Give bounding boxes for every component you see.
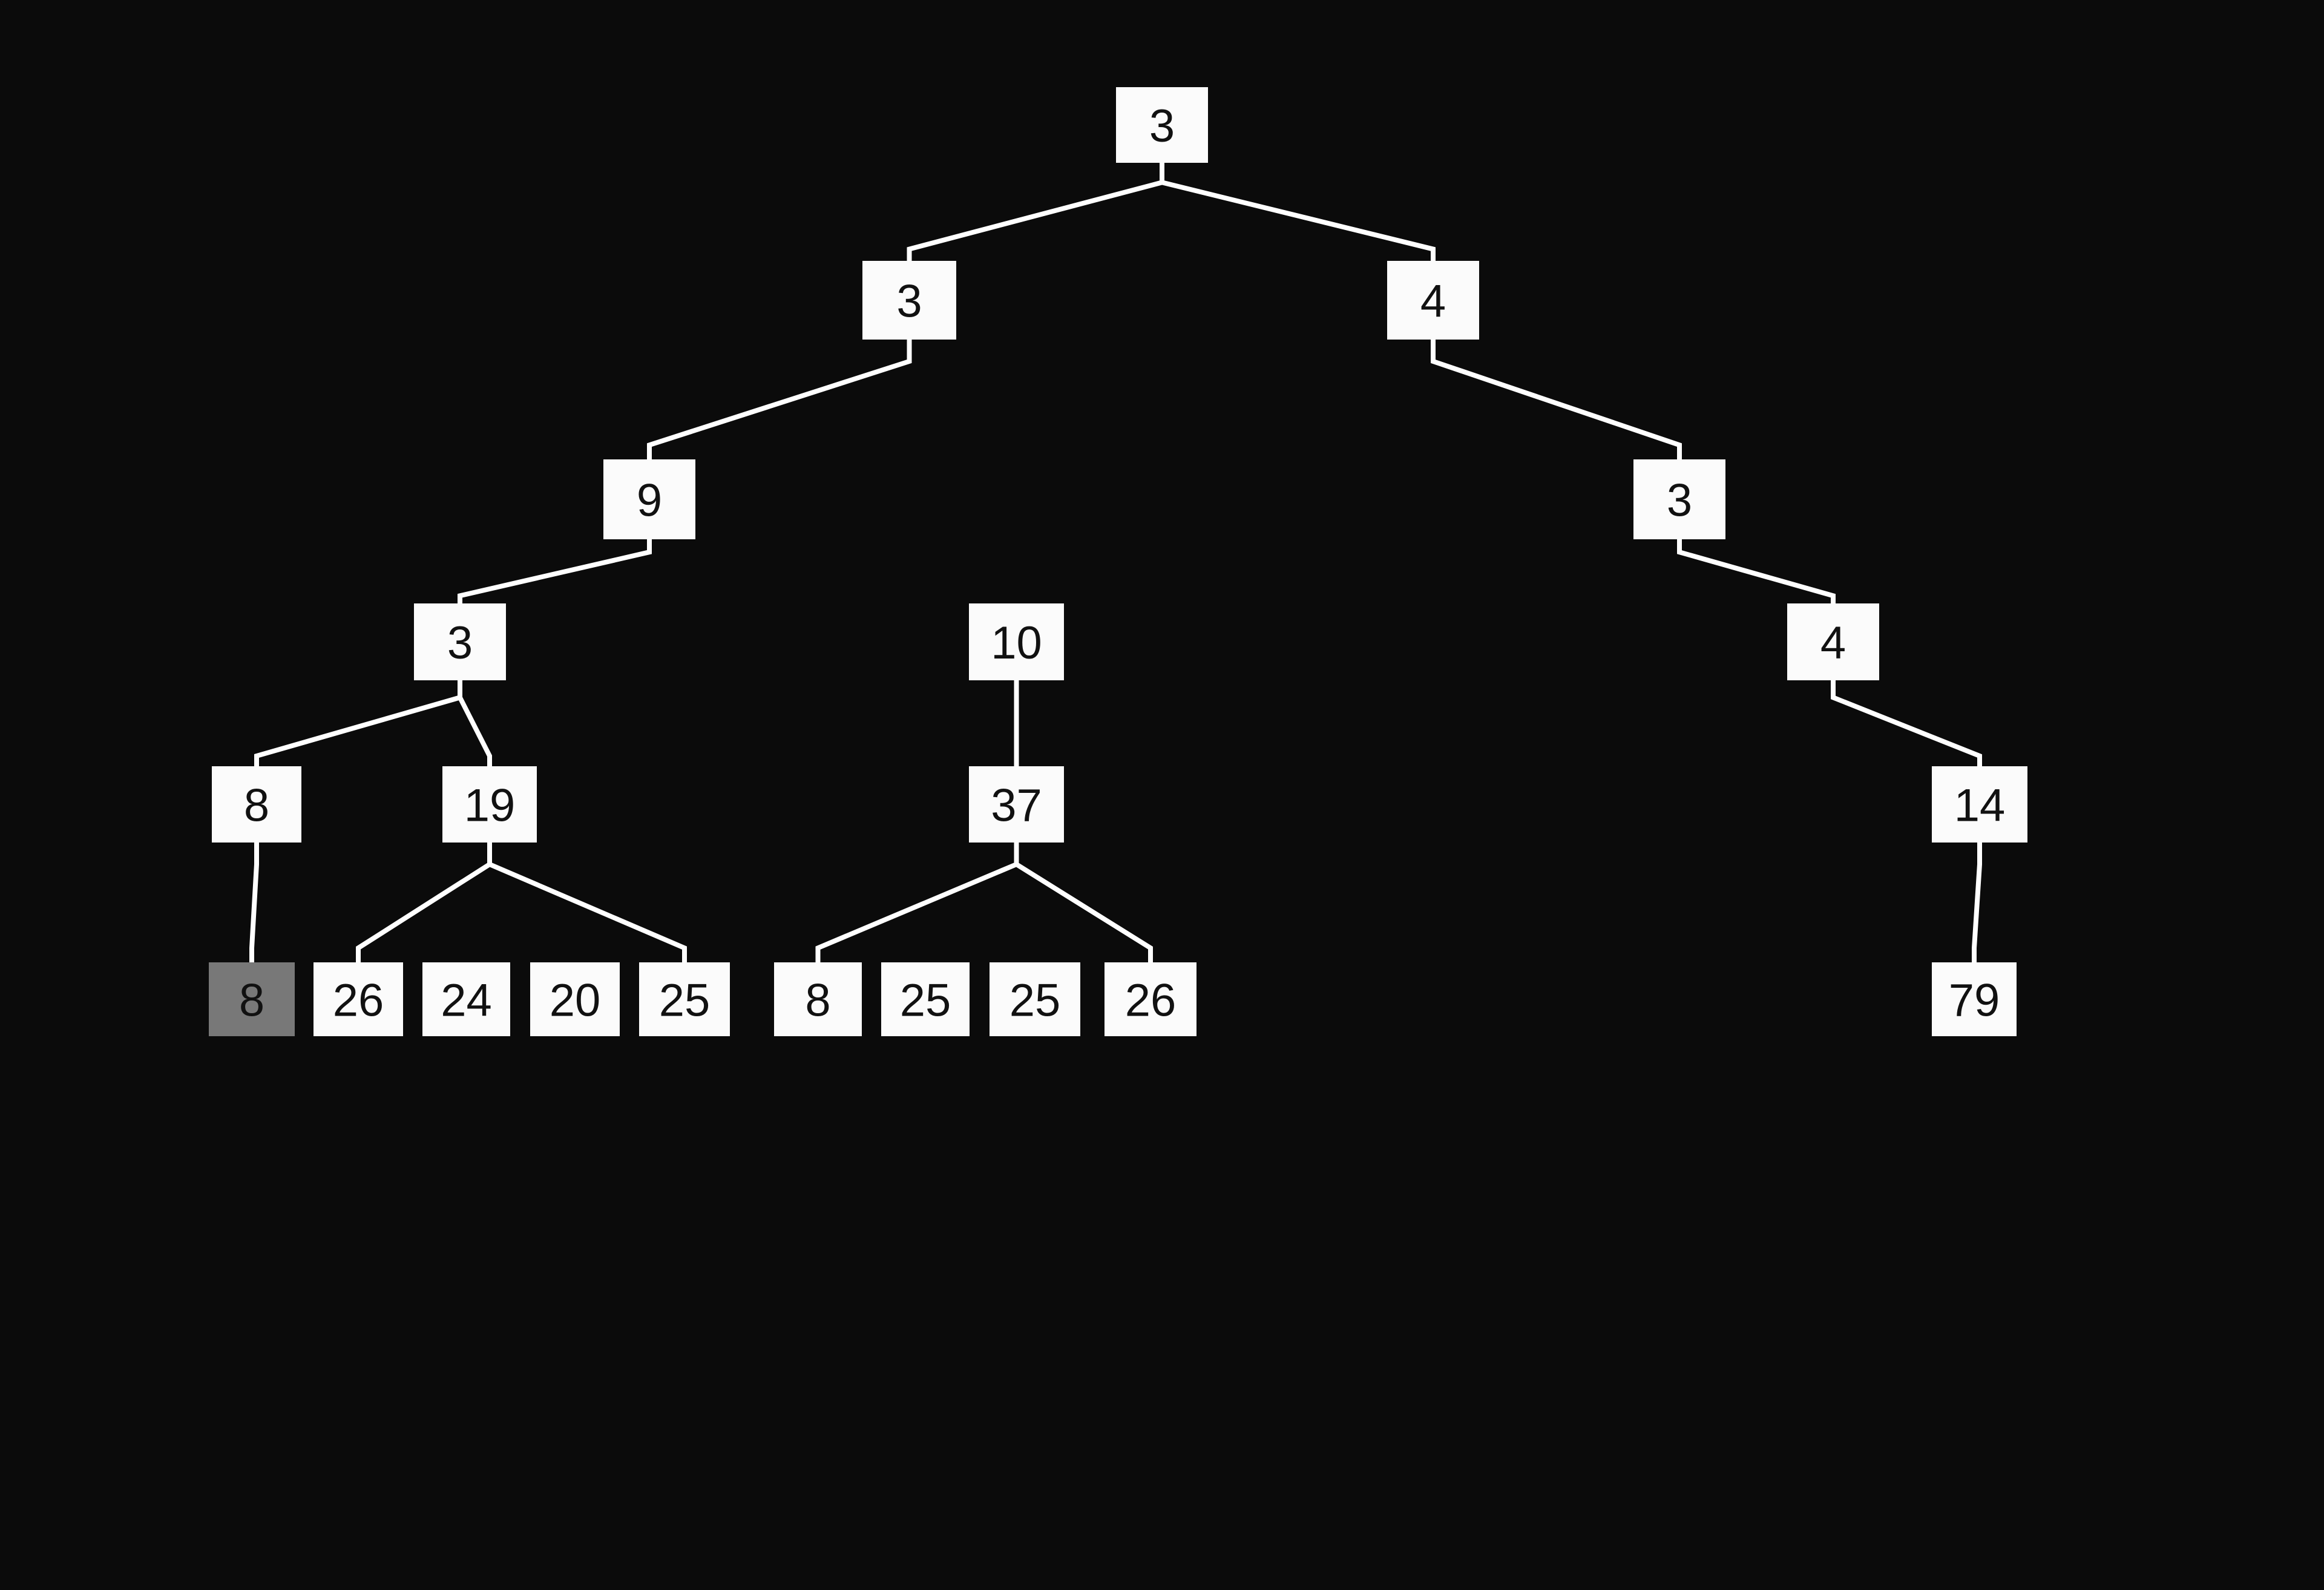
tree-edge — [1431, 340, 1682, 459]
tree-node: 25 — [990, 962, 1080, 1036]
node-label: 19 — [464, 780, 516, 832]
tree-node: 25 — [881, 962, 970, 1036]
tree-node: 8 — [212, 766, 301, 843]
tree-node: 26 — [1105, 962, 1196, 1036]
node-box — [1787, 603, 1879, 680]
node-label: 9 — [637, 475, 662, 527]
tree-node: 8 — [774, 962, 862, 1036]
node-label: 37 — [991, 780, 1042, 832]
tree-node: 26 — [313, 962, 403, 1036]
nodes-layer: 3 3 4 9 3 3 10 4 8 19 37 14 8 26 24 20 25 8 25 25 26 79 — [209, 87, 2027, 1036]
node-label: 79 — [1949, 975, 2000, 1027]
tree-edge — [1014, 843, 1153, 962]
tree-edge — [458, 539, 652, 603]
node-label: 25 — [659, 975, 711, 1027]
tree-node: 4 — [1787, 603, 1879, 680]
node-label: 8 — [244, 780, 269, 832]
node-box — [774, 962, 862, 1036]
node-label: 3 — [1149, 100, 1175, 152]
node-box — [862, 261, 956, 340]
node-box — [1116, 87, 1208, 163]
tree-edge — [1160, 163, 1436, 261]
tree-edge — [1831, 680, 1982, 766]
node-label: 24 — [441, 975, 492, 1027]
tree-node: 4 — [1387, 261, 1479, 340]
node-box — [209, 962, 295, 1036]
node-box — [442, 766, 537, 843]
node-label: 3 — [447, 617, 473, 669]
node-label: 3 — [896, 276, 922, 327]
tree-node-highlighted: 8 — [209, 962, 295, 1036]
tree-node: 25 — [639, 962, 730, 1036]
node-box — [212, 766, 301, 843]
node-label: 20 — [550, 975, 601, 1027]
node-label: 4 — [1420, 276, 1446, 327]
tree-edge — [1972, 843, 1982, 962]
node-label: 10 — [991, 617, 1042, 669]
tree-node: 20 — [530, 962, 620, 1036]
node-box — [969, 603, 1064, 680]
node-box — [313, 962, 403, 1036]
tree-node: 3 — [1116, 87, 1208, 163]
tree-node: 10 — [969, 603, 1064, 680]
tree-node: 19 — [442, 766, 537, 843]
node-box — [969, 766, 1064, 843]
tree-edge — [1677, 539, 1836, 603]
node-box — [881, 962, 970, 1036]
tree-node: 3 — [414, 603, 506, 680]
node-box — [1932, 766, 2027, 843]
node-box — [603, 459, 695, 539]
node-label: 8 — [239, 975, 264, 1027]
node-box — [1387, 261, 1479, 340]
node-label: 25 — [900, 975, 951, 1027]
tree-node: 24 — [422, 962, 510, 1036]
tree-node: 3 — [862, 261, 956, 340]
node-box — [1105, 962, 1196, 1036]
tree-node: 9 — [603, 459, 695, 539]
node-box — [422, 962, 510, 1036]
tree-edge — [249, 843, 259, 962]
tree-node: 3 — [1633, 459, 1725, 539]
node-label: 8 — [805, 975, 830, 1027]
node-box — [530, 962, 620, 1036]
node-label: 4 — [1820, 617, 1846, 669]
tree-edge — [458, 680, 492, 766]
tree-node: 37 — [969, 766, 1064, 843]
node-label: 26 — [1125, 975, 1177, 1027]
node-label: 3 — [1667, 475, 1692, 527]
tree-edge — [647, 340, 912, 459]
node-label: 14 — [1954, 780, 2006, 832]
tree-node: 79 — [1932, 962, 2017, 1036]
node-box — [1932, 962, 2017, 1036]
node-box — [639, 962, 730, 1036]
edges-layer — [249, 163, 1982, 962]
tree-edge — [487, 843, 687, 962]
node-box — [414, 603, 506, 680]
node-label: 26 — [333, 975, 384, 1027]
node-box — [990, 962, 1080, 1036]
node-label: 25 — [1009, 975, 1061, 1027]
tree-node: 14 — [1932, 766, 2027, 843]
node-box — [1633, 459, 1725, 539]
